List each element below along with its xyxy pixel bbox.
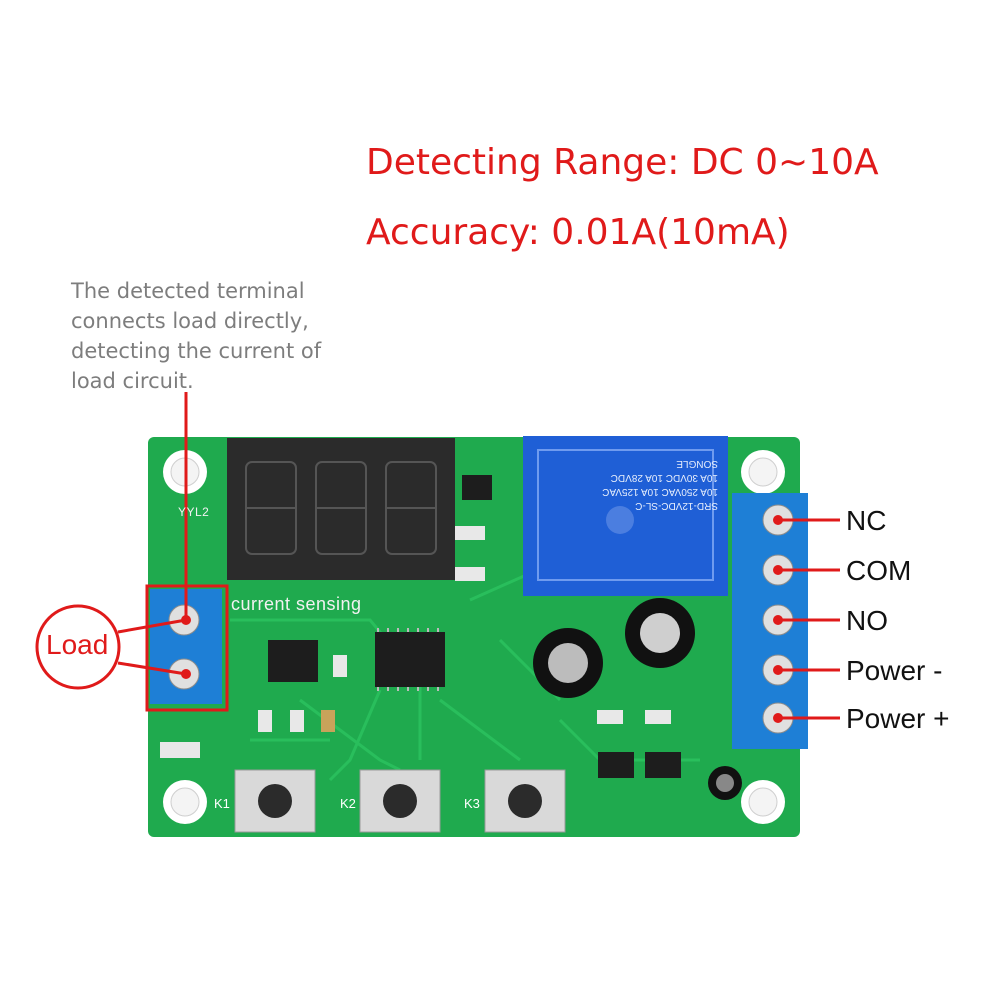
- sense-chip: [268, 640, 318, 682]
- tactile-buttons: [234, 769, 566, 833]
- pin-label-power-minus: Power -: [846, 655, 943, 686]
- smd-components: [160, 526, 671, 758]
- button-label-k1: K1: [214, 796, 230, 811]
- transistors: [462, 475, 681, 778]
- terminal-note: The detected terminal connects load dire…: [71, 276, 391, 396]
- relay-marking-line: 10A 30VDC 10A 28VDC: [610, 472, 718, 483]
- pin-callout-lines: [778, 518, 840, 720]
- pin-label-nc: NC: [846, 505, 887, 536]
- pin-label-no: NO: [846, 605, 888, 636]
- load-label: Load: [46, 629, 109, 660]
- load-callout-circle: [35, 604, 121, 690]
- detecting-range-heading: Detecting Range: DC 0~10A: [366, 142, 879, 183]
- pin-label-com: COM: [846, 555, 912, 586]
- note-line: detecting the current of: [71, 339, 322, 363]
- accuracy-heading: Accuracy: 0.01A(10mA): [366, 212, 790, 253]
- relay-marking-line: SRD-12VDC-SL-C: [635, 500, 718, 511]
- note-line: load circuit.: [71, 369, 194, 393]
- mounting-holes: [163, 450, 785, 824]
- note-line: The detected terminal: [71, 279, 305, 303]
- silkscreen-model: YYL2: [178, 505, 210, 519]
- main-chip: [375, 632, 445, 687]
- pin-label-power-plus: Power +: [846, 703, 950, 734]
- relay-marking-line: 10A 250VAC 10A 125VAC: [602, 486, 718, 497]
- note-line: connects load directly,: [71, 309, 309, 333]
- relay-markings: SRD-12VDC-SL-C 10A 250VAC 10A 125VAC 10A…: [548, 456, 718, 512]
- relay-marking-line: SONGLE: [676, 458, 718, 469]
- button-label-k3: K3: [464, 796, 480, 811]
- silkscreen-current-sensing: current sensing: [231, 594, 362, 614]
- button-label-k2: K2: [340, 796, 356, 811]
- chip-pins: [377, 628, 439, 691]
- display-digits: [245, 461, 437, 555]
